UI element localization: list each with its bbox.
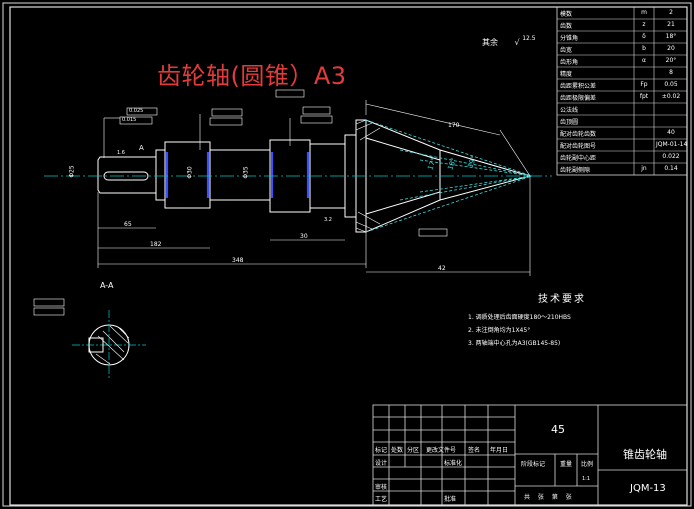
process-label: 工艺 [375,496,388,503]
standard-label: 标准化 [444,460,463,467]
param-name: 精度 [560,71,573,78]
tech-item-1: 1. 调质处理后齿面硬度180～210HBS [468,314,571,321]
param-symbol: Fp [640,81,648,88]
inner-frame [9,6,688,506]
param-name: 齿轮副中心距 [560,155,597,162]
param-name: 齿距累积公差 [560,83,597,90]
param-value: JQM-01-14 [656,141,688,148]
review-label: 审核 [375,484,388,491]
param-symbol: fpt [639,93,649,100]
roughness-other-label: 其余 [482,38,498,47]
param-value: 18° [665,33,677,40]
material-value: 45 [551,423,565,436]
dim-tol1: 0.025 [129,108,144,114]
param-value: 0.14 [664,165,678,172]
param-value: 20° [665,57,677,64]
dim-seg2: 182 [150,241,162,248]
param-name: 公法线 [560,107,579,114]
param-symbol: z [642,21,646,28]
param-name: 模数 [560,11,573,18]
roughness-note: 其余 √ 12.5 [482,35,536,48]
scale-value: 1:1 [582,476,591,482]
param-name: 齿轮副侧隙 [560,167,591,174]
overlay-title: 齿轮轴(圆锥）A3 [157,62,347,90]
section-hatch [95,325,130,365]
param-name: 齿形角 [560,59,579,66]
param-value: 21 [667,21,675,28]
cone-section-hatch [355,119,381,233]
dim-seg3: 30 [300,233,308,240]
tech-item-3: 3. 两轴端中心孔为A3(GB145-85) [468,340,561,347]
header-signature: 签名 [468,447,481,454]
param-value: 0.022 [662,153,680,160]
header-date: 年月日 [490,447,509,454]
roughness-value: 12.5 [522,35,536,42]
param-value: 40 [667,129,675,136]
sheets-label: 共 张 第 张 [524,494,575,501]
dim-diam1: Φ25 [68,165,76,178]
tolerance-frames [103,89,448,237]
header-change-doc: 更改文件号 [426,447,457,454]
param-symbol: m [641,9,647,16]
dim-ra2: 3.2 [324,217,332,223]
param-name: 配对齿轮图号 [560,143,597,150]
param-value: 20 [667,45,675,52]
param-symbol: δ [642,33,646,40]
dim-ra1: 1.6 [117,150,125,156]
header-zone: 分区 [407,447,420,454]
param-name: 配对齿轮齿数 [560,131,597,138]
param-name: 齿宽 [560,47,573,54]
gear-teeth-lines [365,119,533,233]
dim-seg1: 65 [124,221,132,228]
param-value: 0.05 [664,81,678,88]
param-symbol: jn [641,165,647,172]
dimension-lines [97,100,531,276]
dim-overall: 348 [232,257,244,264]
param-value: 8 [669,69,673,76]
stage-label: 阶段标记 [521,461,546,468]
dim-cone-len: 170 [448,122,460,129]
dim-seg4: 42 [438,265,446,272]
approve-label: 批准 [444,496,457,503]
roughness-symbol-icon: √ [514,38,520,47]
weight-label: 重量 [560,461,573,468]
param-value: 2 [669,9,673,16]
param-name: 齿顶圆 [560,119,579,126]
design-label: 设计 [375,460,388,467]
header-mark: 标记 [375,447,388,454]
bearing-highlights [165,152,310,198]
dim-diam2: Φ30 [186,166,194,179]
param-name: 齿距极限偏差 [560,95,597,102]
scale-label: 比例 [581,461,594,468]
title-block-frame [372,404,688,506]
section-arrow-label: A [139,144,144,152]
param-symbol: α [642,57,646,64]
tech-item-2: 2. 未注倒角均为1X45° [468,327,531,334]
section-a-a-view [33,298,146,380]
param-value: ±0.02 [661,93,681,100]
dim-tol2: 0.015 [122,117,137,123]
param-name: 分锥角 [560,35,579,42]
tech-requirements-title: 技术要求 [538,294,586,305]
param-symbol: b [642,45,646,52]
dim-diam3: Φ35 [242,166,250,179]
part-name: 锥齿轮轴 [623,448,667,461]
header-count: 处数 [391,447,404,454]
section-label: A-A [100,281,114,290]
param-name: 齿数 [560,23,573,30]
drawing-number: JQM-13 [630,483,666,494]
